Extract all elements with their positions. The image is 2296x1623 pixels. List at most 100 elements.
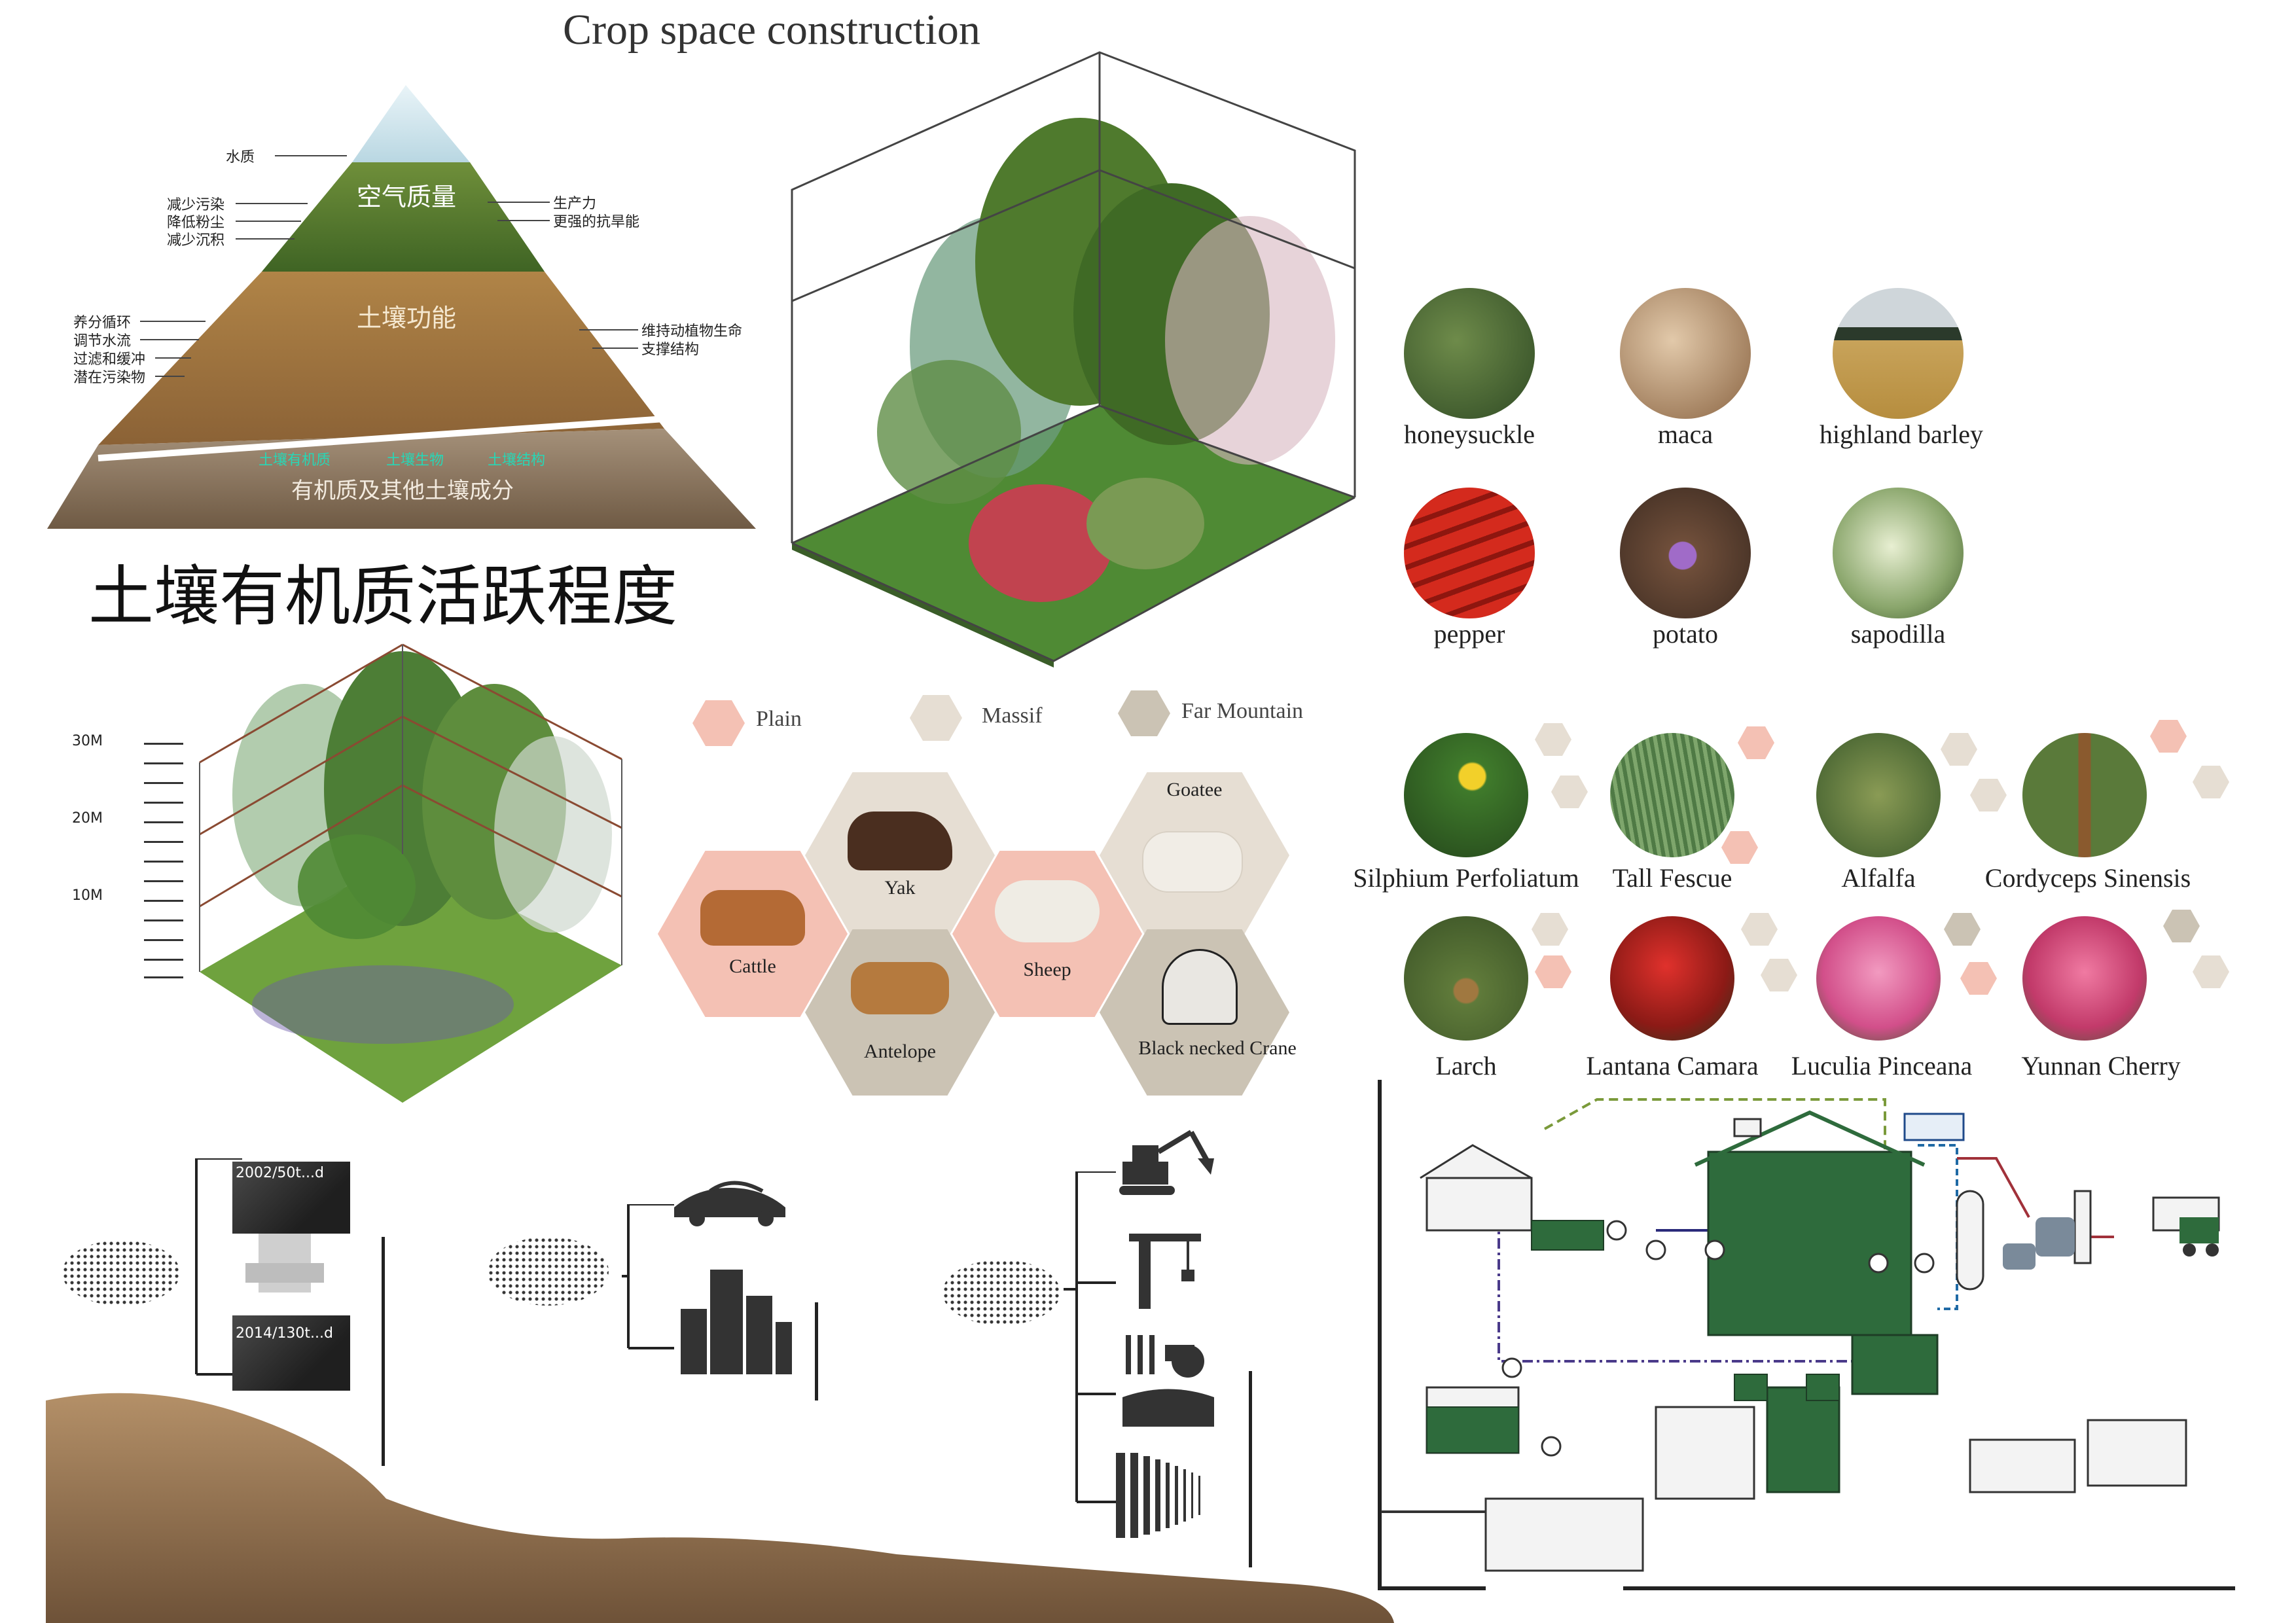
luculia-pinceana-image (1816, 916, 1941, 1041)
deco-hex (1535, 955, 1571, 988)
pyramid-caption: 土壤有机质活跃程度 (88, 558, 677, 635)
sheep-figure (995, 880, 1100, 942)
sample-label-2014: 2014/130t...d (236, 1325, 333, 1342)
farming-tractor-icon (1122, 1335, 1214, 1427)
block3-bracket (1064, 1171, 1116, 1503)
height-label-30m: 30M (72, 733, 103, 749)
block2-bracket (622, 1204, 674, 1349)
rubble-cluster-3 (942, 1260, 1060, 1325)
car-icon (674, 1181, 785, 1226)
legend-plain-label: Plain (756, 707, 802, 731)
pyramid-base-label: 有机质及其他土壤成分 (291, 478, 514, 504)
hex-cattle-label: Cattle (729, 955, 776, 977)
pyramid-bottom-label-2: 土壤生物 (386, 452, 444, 469)
deco-hex (1970, 779, 2007, 812)
block1-divider (382, 1237, 385, 1466)
legend-far-mountain-swatch (1118, 690, 1170, 736)
crop-label-potato: potato (1653, 619, 1718, 649)
legend-far-mountain-label: Far Mountain (1181, 699, 1304, 723)
pyramid-left-label-7: 过滤和缓冲 (73, 351, 146, 368)
pyramid-left-label-3: 降低粉尘 (167, 215, 225, 231)
maca-image (1620, 288, 1751, 419)
dots-pattern-icon (1116, 1453, 1200, 1538)
cordyceps-sinensis-image (2022, 733, 2147, 857)
height-scale-ruler (144, 743, 183, 978)
crane-figure (1162, 949, 1238, 1025)
crop-label-maca: maca (1657, 419, 1713, 449)
biogas-process-diagram (1381, 1098, 2220, 1572)
yunnan-cherry-image (2022, 916, 2147, 1041)
pyramid-top-label: 空气质量 (357, 183, 457, 211)
plant-label-luculia: Luculia Pinceana (1791, 1051, 1973, 1080)
deco-hex (1721, 831, 1758, 864)
plant-label-yunnan-cherry: Yunnan Cherry (2021, 1051, 2181, 1080)
pyramid-middle-label: 土壤功能 (357, 304, 457, 332)
plant-label-cordyceps: Cordyceps Sinensis (1984, 863, 2191, 893)
antelope-figure (851, 962, 949, 1014)
crop-label-pepper: pepper (1433, 619, 1505, 649)
pyramid-left-label-8: 潜在污染物 (73, 370, 146, 386)
pyramid-left-label-2: 减少污染 (167, 197, 225, 213)
process-frame-left (1378, 1080, 1382, 1590)
hex-antelope-label: Antelope (864, 1041, 936, 1062)
pyramid-bottom-label-1: 土壤有机质 (259, 452, 331, 469)
process-frame-bottom-2 (1623, 1586, 2235, 1590)
alfalfa-image (1816, 733, 1941, 857)
honeysuckle-image (1404, 288, 1535, 419)
potato-image (1620, 488, 1751, 618)
deco-hex (2163, 910, 2200, 942)
pyramid-right-label-1: 生产力 (553, 196, 597, 212)
silphium-perfoliatum-image (1404, 733, 1528, 857)
excavator-icon (1119, 1130, 1214, 1195)
rubble-cluster-2 (488, 1237, 609, 1306)
hex-goatee-label: Goatee (1166, 779, 1223, 800)
sample-image-2014 (232, 1315, 350, 1391)
legend-massif-label: Massif (982, 704, 1043, 728)
crop-label-honeysuckle: honeysuckle (1404, 419, 1535, 449)
deco-hex (1960, 962, 1997, 995)
block2-divider (815, 1302, 818, 1400)
hex-black-necked-crane-label: Black necked Crane (1138, 1037, 1297, 1059)
plant-label-silphium: Silphium Perfoliatum (1353, 863, 1579, 893)
tall-fescue-image (1610, 733, 1734, 857)
city-buildings-icon (681, 1270, 792, 1374)
crop-space-cube (779, 39, 1394, 668)
deco-hex (1761, 959, 1797, 991)
pyramid-right-label-4: 支撑结构 (641, 342, 700, 358)
pyramid-left-label-5: 养分循环 (73, 315, 132, 331)
pyramid-right-label-2: 更强的抗旱能 (553, 214, 640, 230)
plant-label-alfalfa: Alfalfa (1841, 863, 1916, 893)
deco-hex (1741, 913, 1778, 946)
yak-figure (848, 812, 952, 870)
goat-figure (1142, 831, 1243, 893)
deco-hex (2193, 766, 2229, 798)
pyramid-left-label-4: 减少沉积 (167, 232, 225, 249)
deco-hex (2193, 955, 2229, 988)
crane-icon (1129, 1234, 1201, 1309)
plant-label-larch: Larch (1435, 1051, 1497, 1080)
crop-label-highland-barley: highland barley (1820, 419, 1983, 449)
pyramid-right-label-3: 维持动植物生命 (641, 323, 743, 340)
deco-hex (1532, 913, 1568, 946)
deco-hex (1738, 726, 1774, 759)
height-label-20m: 20M (72, 810, 103, 827)
pepper-image (1404, 488, 1535, 618)
deco-hex (1551, 776, 1588, 808)
deco-hex (1944, 913, 1981, 946)
plant-label-lantana: Lantana Camara (1586, 1051, 1759, 1080)
height-scale: 30M 20M 10M (72, 733, 190, 982)
block3-divider (1249, 1371, 1252, 1567)
legend-plain-swatch (692, 700, 745, 746)
highland-barley-image (1833, 288, 1964, 419)
deco-hex (2150, 720, 2187, 753)
plant-label-tall-fescue: Tall Fescue (1612, 863, 1732, 893)
crop-label-sapodilla: sapodilla (1850, 619, 1946, 649)
legend-massif-swatch (910, 695, 962, 741)
pyramid-left-label-1: 水质 (226, 149, 255, 166)
lantana-camara-image (1610, 916, 1734, 1041)
deco-hex (1941, 733, 1977, 766)
sample-label-2002: 2002/50t...d (236, 1165, 324, 1181)
hex-sheep-label: Sheep (1023, 959, 1071, 980)
rubble-cluster-1 (62, 1240, 180, 1306)
block1-bracket (195, 1158, 324, 1376)
